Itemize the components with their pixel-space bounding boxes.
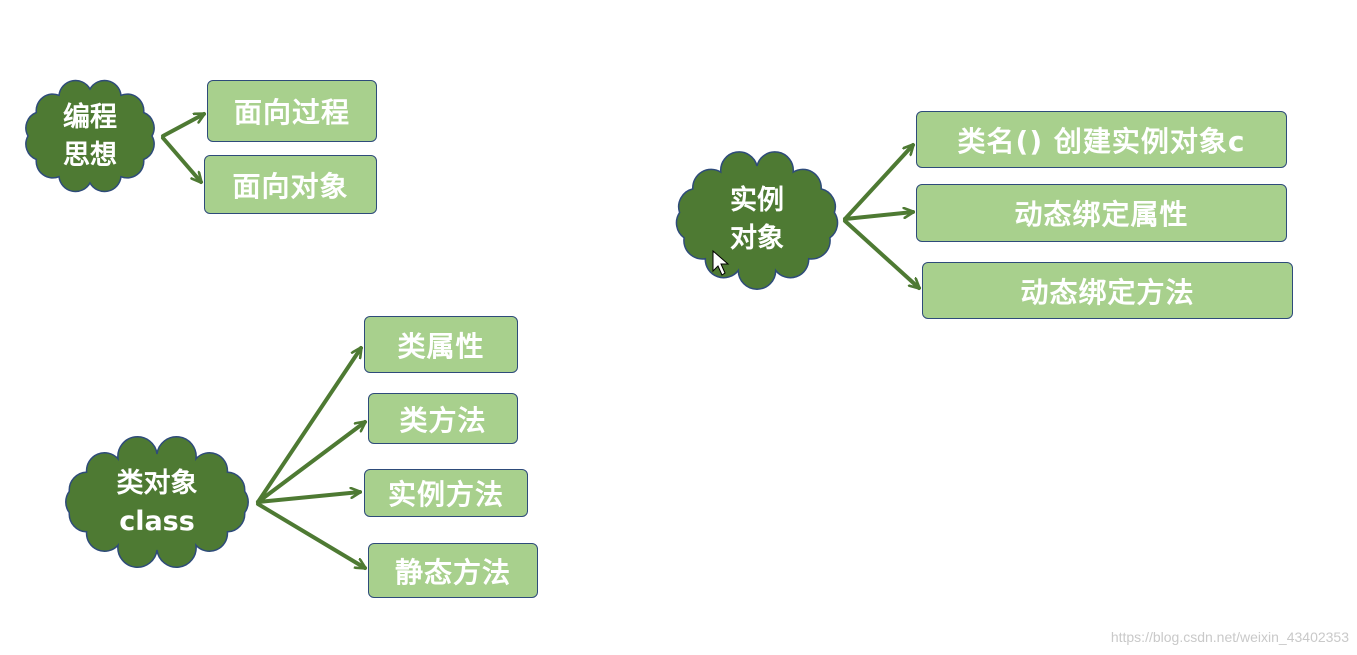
arrow-to-class-attribute — [256, 348, 363, 504]
cloud-instance-object-label-line-1: 实例 — [730, 184, 784, 216]
arrow-to-create-instance — [843, 145, 915, 221]
item-instance-method: 实例方法 — [364, 469, 528, 517]
item-class-method: 类方法 — [368, 393, 518, 444]
item-object-oriented: 面向对象 — [204, 155, 377, 214]
cloud-class-object-shape — [65, 436, 249, 568]
mouse-cursor-icon — [712, 249, 730, 276]
arrow-layer — [161, 112, 919, 570]
cloud-programming-thought-label-line-2: 思想 — [63, 140, 117, 171]
item-bind-attribute: 动态绑定属性 — [916, 184, 1287, 242]
cloud-instance-object: 实例对象 — [675, 151, 839, 290]
item-procedural: 面向过程 — [207, 80, 377, 142]
cloud-programming-thought-label-line-1: 编程 — [63, 101, 117, 133]
cloud-class-object-label-line-2: class — [119, 506, 195, 537]
arrow-to-procedural — [161, 112, 204, 138]
cloud-class-object: 类对象 class — [65, 436, 249, 568]
item-create-instance: 类名() 创建实例对象c — [916, 111, 1287, 168]
arrow-to-static-method — [256, 502, 365, 570]
arrow-to-bind-attribute — [843, 212, 913, 221]
watermark: https://blog.csdn.net/weixin_43402353 — [1110, 629, 1349, 645]
cloud-class-object-label-line-1: 类对象 — [117, 467, 198, 499]
arrow-to-instance-method — [256, 492, 360, 504]
cloud-programming-thought-shape — [25, 79, 155, 193]
arrow-to-bind-method — [843, 219, 919, 290]
cloud-instance-object-label-line-2: 对象 — [730, 222, 784, 254]
cloud-instance-object-shape — [675, 151, 839, 290]
item-bind-method: 动态绑定方法 — [922, 262, 1293, 319]
arrow-to-object-oriented — [161, 136, 203, 182]
arrow-to-class-method — [256, 420, 365, 504]
item-static-method: 静态方法 — [368, 543, 538, 598]
item-class-attribute: 类属性 — [364, 316, 518, 373]
